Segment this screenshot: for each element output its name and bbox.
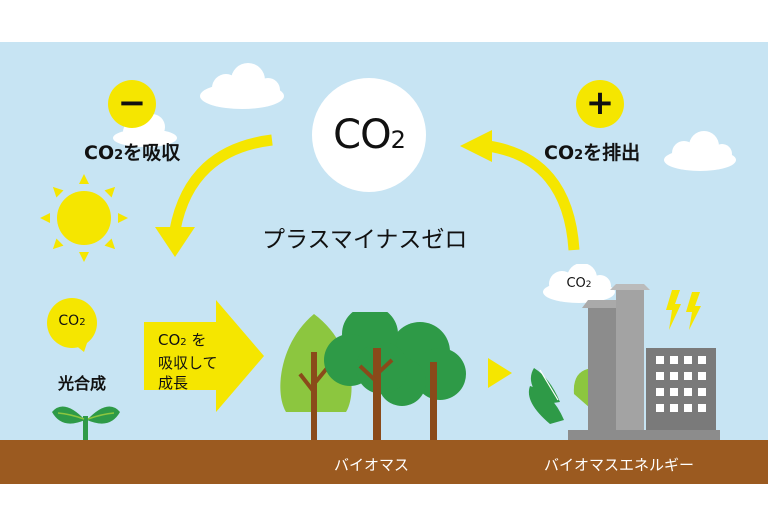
factory-icon bbox=[528, 284, 720, 440]
cloud-top-center bbox=[200, 63, 284, 109]
co2-center-sub: 2 bbox=[390, 126, 406, 154]
growth-line3: 成長 bbox=[158, 374, 189, 392]
co2-center-label: CO2 bbox=[312, 112, 426, 158]
plus-icon: + bbox=[576, 80, 624, 128]
absorb-label: CO2を吸収 bbox=[84, 142, 181, 164]
lightning-icon bbox=[666, 290, 701, 330]
biomass-trees bbox=[280, 312, 466, 444]
small-arrow-icon bbox=[488, 358, 512, 388]
photosynthesis-label: 光合成 bbox=[58, 374, 107, 393]
factory-co2-cloud bbox=[543, 264, 615, 303]
growth-block-arrow bbox=[144, 300, 264, 412]
co2-center-text: CO bbox=[333, 112, 391, 158]
biomass-energy-label: バイオマスエネルギー bbox=[544, 456, 695, 474]
minus-icon: − bbox=[108, 80, 156, 128]
co2-center-circle bbox=[312, 78, 426, 192]
photosynthesis-co2-bubble bbox=[47, 298, 97, 352]
growth-line2: 吸収して bbox=[158, 354, 218, 372]
absorb-curved-arrow bbox=[155, 134, 273, 257]
emit-curved-arrow bbox=[460, 130, 580, 251]
plus-minus-zero-title: プラスマイナスゼロ bbox=[262, 227, 468, 253]
cloud-right bbox=[664, 131, 736, 171]
factory-co2-text: CO2 bbox=[566, 276, 592, 291]
emit-label: CO2を排出 bbox=[544, 142, 641, 164]
sun-icon bbox=[40, 174, 128, 262]
growth-arrow-text: CO2 を 吸収して 成長 bbox=[158, 330, 218, 393]
biomass-label: バイオマス bbox=[334, 456, 410, 474]
growth-line1: CO2 を bbox=[158, 331, 207, 349]
photosynthesis-co2-text: CO2 bbox=[58, 313, 86, 329]
ground bbox=[0, 440, 768, 484]
sprout-icon bbox=[52, 406, 120, 446]
